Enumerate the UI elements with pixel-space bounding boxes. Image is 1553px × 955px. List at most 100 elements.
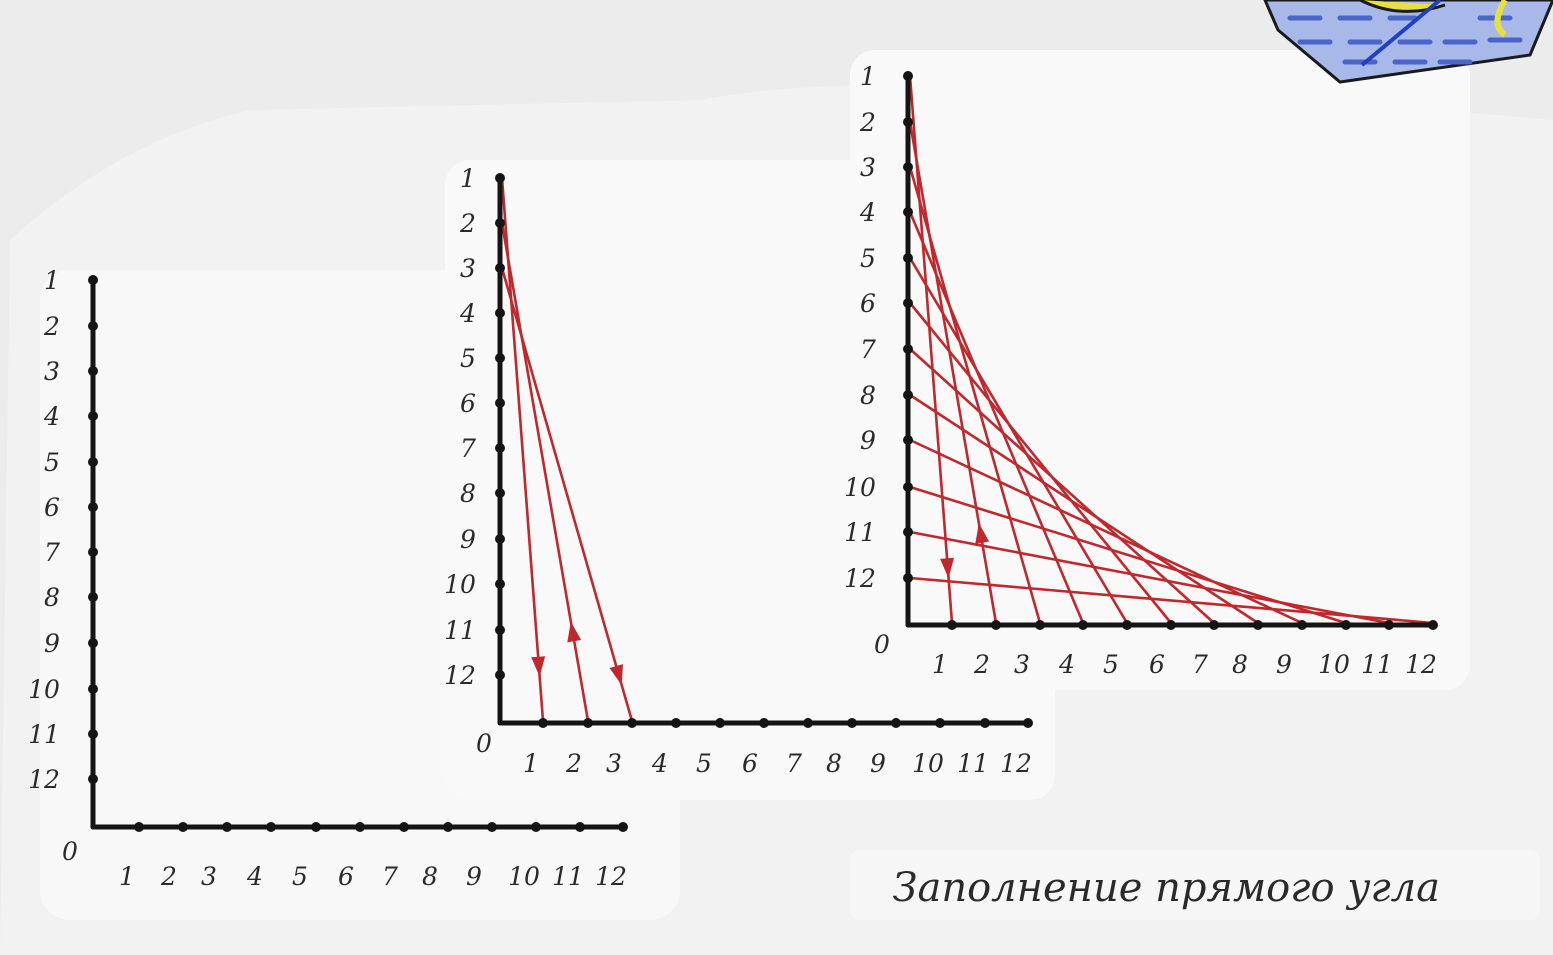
vertical-point xyxy=(88,774,98,784)
origin-label: 0 xyxy=(476,729,492,758)
vertical-label: 3 xyxy=(460,254,476,283)
vertical-label: 2 xyxy=(43,312,60,341)
horizontal-point xyxy=(487,822,497,832)
vertical-point xyxy=(903,390,913,400)
origin-label: 0 xyxy=(874,630,890,659)
horizontal-point xyxy=(1035,620,1045,630)
axes xyxy=(903,71,1438,630)
vertical-label: 4 xyxy=(859,198,876,227)
thread-line xyxy=(908,166,1042,624)
vertical-label: 7 xyxy=(44,538,60,567)
origin-label: 0 xyxy=(62,837,78,866)
horizontal-point xyxy=(399,822,409,832)
horizontal-point xyxy=(947,620,957,630)
horizontal-point xyxy=(759,718,769,728)
horizontal-point xyxy=(531,822,541,832)
vertical-point xyxy=(88,366,98,376)
thread-line xyxy=(909,530,1390,625)
vertical-label: 4 xyxy=(459,299,476,328)
vertical-label: 10 xyxy=(844,473,876,502)
thread-line xyxy=(909,393,1259,625)
vertical-point xyxy=(88,547,98,557)
vertical-point xyxy=(903,573,913,583)
horizontal-label: 1 xyxy=(523,749,539,778)
vertical-label: 12 xyxy=(28,765,60,794)
vertical-label: 5 xyxy=(460,344,476,373)
horizontal-label: 9 xyxy=(870,749,886,778)
vertical-point xyxy=(495,263,505,273)
vertical-point xyxy=(88,729,98,739)
thread-group xyxy=(500,177,634,722)
vertical-point xyxy=(495,173,505,183)
vertical-label: 4 xyxy=(43,402,60,431)
vertical-point xyxy=(88,684,98,694)
horizontal-point xyxy=(1122,620,1132,630)
horizontal-label: 9 xyxy=(1276,650,1292,679)
vertical-label: 9 xyxy=(460,525,476,554)
horizontal-point xyxy=(1341,620,1351,630)
horizontal-point xyxy=(1078,620,1088,630)
vertical-point xyxy=(903,253,913,263)
horizontal-point xyxy=(1297,620,1307,630)
arrow-down-icon xyxy=(609,664,623,686)
vertical-label: 9 xyxy=(44,629,60,658)
horizontal-label: 3 xyxy=(201,862,217,891)
horizontal-label: 12 xyxy=(1405,650,1437,679)
horizontal-point xyxy=(443,822,453,832)
horizontal-label: 12 xyxy=(1000,749,1032,778)
arrow-up-icon xyxy=(975,522,990,544)
vertical-point xyxy=(495,353,505,363)
horizontal-label: 6 xyxy=(742,749,758,778)
vertical-label: 1 xyxy=(460,164,476,193)
vertical-point xyxy=(495,488,505,498)
horizontal-label: 10 xyxy=(508,862,540,891)
vertical-point xyxy=(88,411,98,421)
horizontal-label: 11 xyxy=(957,749,989,778)
vertical-point xyxy=(495,670,505,680)
vertical-point xyxy=(495,579,505,589)
horizontal-point xyxy=(311,822,321,832)
vertical-label: 5 xyxy=(860,244,876,273)
vertical-label: 11 xyxy=(844,518,876,547)
horizontal-label: 5 xyxy=(696,749,712,778)
horizontal-label: 12 xyxy=(595,862,627,891)
horizontal-label: 1 xyxy=(119,862,135,891)
horizontal-point xyxy=(935,718,945,728)
horizontal-point xyxy=(803,718,813,728)
vertical-point xyxy=(88,592,98,602)
vertical-point xyxy=(495,218,505,228)
horizontal-label: 10 xyxy=(1318,650,1350,679)
vertical-point xyxy=(495,398,505,408)
vertical-point xyxy=(495,443,505,453)
vertical-point xyxy=(903,527,913,537)
vertical-label: 11 xyxy=(444,616,476,645)
axes xyxy=(88,275,628,832)
horizontal-label: 3 xyxy=(606,749,622,778)
vertical-label: 12 xyxy=(844,564,876,593)
horizontal-label: 8 xyxy=(826,749,842,778)
vertical-point xyxy=(903,298,913,308)
thread-line xyxy=(908,257,1129,624)
vertical-label: 3 xyxy=(860,153,876,182)
thread-line xyxy=(909,576,1434,625)
horizontal-label: 3 xyxy=(1014,650,1030,679)
horizontal-point xyxy=(1384,620,1394,630)
horizontal-point xyxy=(134,822,144,832)
thread-line xyxy=(909,348,1215,624)
horizontal-point xyxy=(1428,620,1438,630)
horizontal-label: 4 xyxy=(246,862,263,891)
vertical-label: 12 xyxy=(444,661,476,690)
vertical-label: 8 xyxy=(44,583,60,612)
horizontal-point xyxy=(178,822,188,832)
vertical-point xyxy=(903,482,913,492)
vertical-label: 2 xyxy=(859,108,876,137)
corner-decoration-icon xyxy=(1263,0,1553,84)
vertical-label: 7 xyxy=(460,434,476,463)
arrow-down-icon xyxy=(531,656,546,677)
horizontal-point xyxy=(538,718,548,728)
